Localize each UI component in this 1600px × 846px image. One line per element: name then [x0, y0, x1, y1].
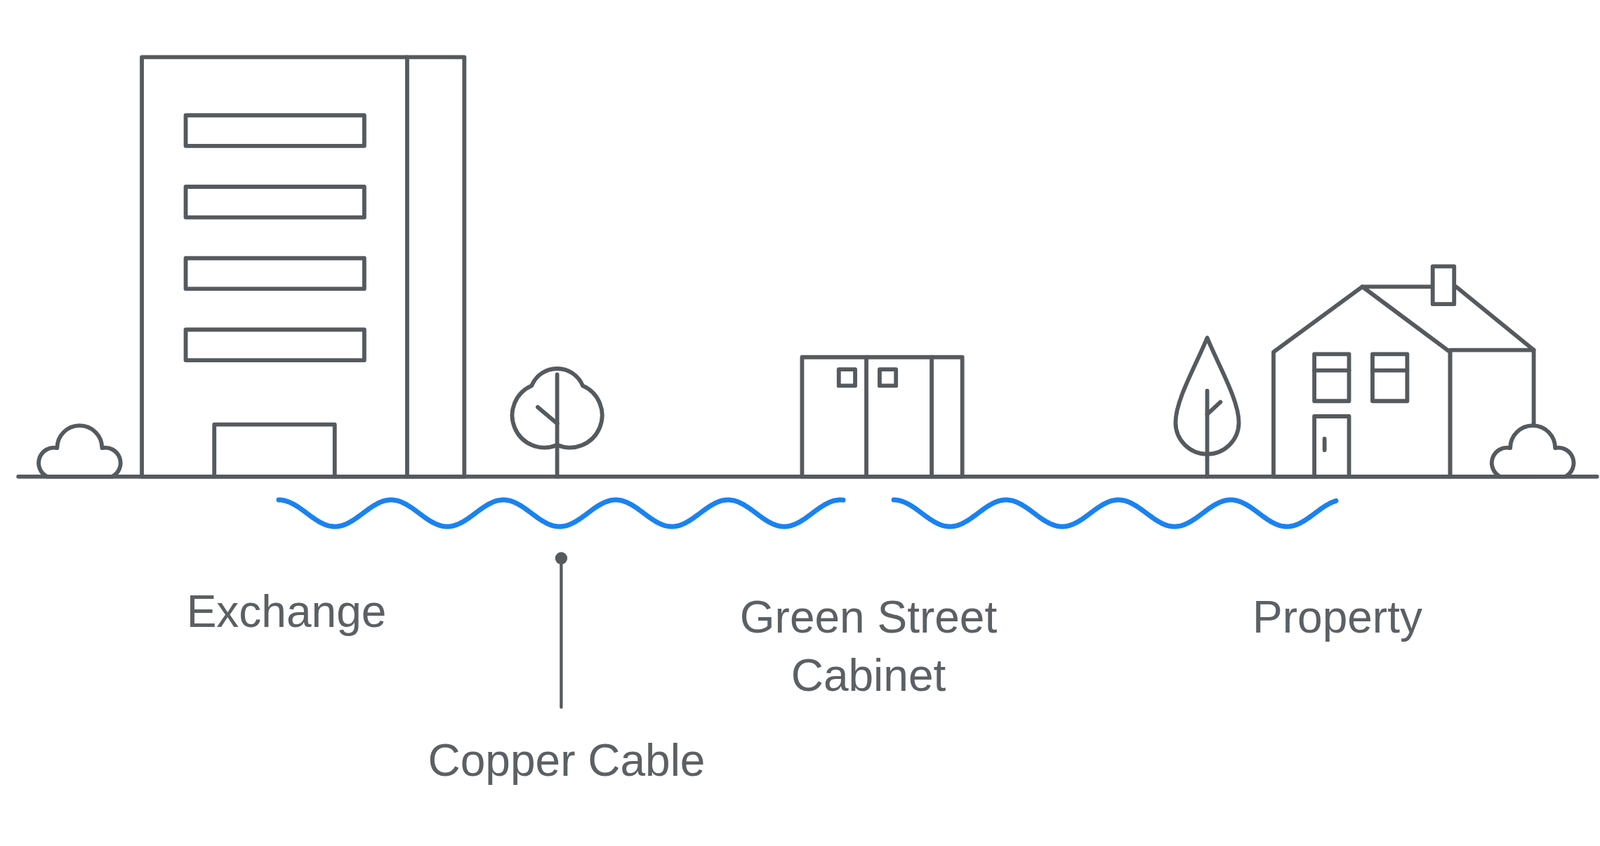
- tree: [1175, 337, 1239, 477]
- node-text: Green Street Cabinet: [700, 588, 1037, 705]
- exchange-building: [141, 56, 465, 476]
- bush: [38, 425, 121, 477]
- leader-line: [559, 563, 563, 707]
- node-label: Green Street Cabinet: [700, 588, 1037, 705]
- node-label: Property: [1249, 588, 1426, 647]
- bush: [1491, 425, 1575, 477]
- node-text: Property: [1249, 588, 1426, 647]
- node-label: Exchange: [183, 582, 390, 641]
- house: [1273, 266, 1535, 476]
- part-label: Copper Cable: [428, 731, 706, 790]
- node-text: Exchange: [183, 582, 390, 641]
- copper-cable-line: [893, 499, 1337, 527]
- tree: [512, 368, 603, 477]
- street-cabinet: [801, 357, 962, 477]
- copper-cable-line: [278, 499, 844, 527]
